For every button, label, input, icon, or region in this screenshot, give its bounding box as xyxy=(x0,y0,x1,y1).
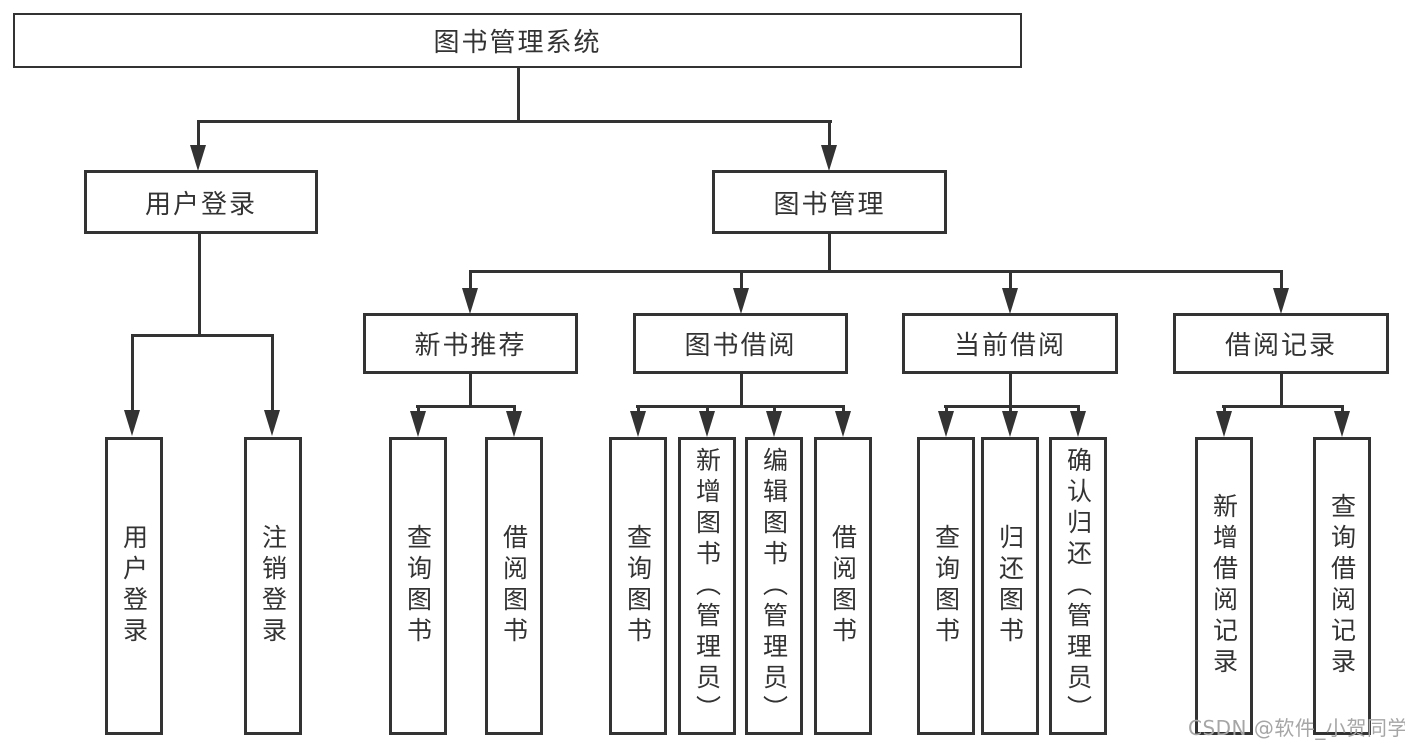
arrow-down-icon xyxy=(630,411,646,437)
connector-leaf-stem xyxy=(637,405,640,415)
leaf-edit-book-admin: 编辑图书（管理员） xyxy=(745,437,803,735)
leaf-borrow-books-recommend-label: 借阅图书 xyxy=(499,524,529,648)
arrow-down-icon xyxy=(1273,288,1289,314)
node-new-book-recommend-label: 新书推荐 xyxy=(414,331,527,361)
connector-book-mgmt-bar xyxy=(469,270,1282,273)
leaf-query-books-recommend: 查询图书 xyxy=(389,437,447,735)
leaf-borrow-books-recommend: 借阅图书 xyxy=(485,437,543,735)
connector-leaf-stem xyxy=(842,405,845,415)
leaf-query-books-borrow-label: 查询图书 xyxy=(623,524,653,648)
leaf-return-book: 归还图书 xyxy=(981,437,1039,735)
connector-group-stem xyxy=(740,270,743,292)
leaf-confirm-return-admin-label: 确认归还（管理员） xyxy=(1063,446,1093,726)
arrow-down-icon xyxy=(1070,411,1086,437)
leaf-logout: 注销登录 xyxy=(244,437,302,735)
connector-leaf-stem xyxy=(945,405,948,415)
node-new-book-recommend: 新书推荐 xyxy=(363,313,578,374)
arrow-down-icon xyxy=(766,411,782,437)
arrow-down-icon xyxy=(410,411,426,437)
leaf-query-books-current: 查询图书 xyxy=(917,437,975,735)
connector-root-stem xyxy=(517,67,520,123)
arrow-down-icon xyxy=(835,411,851,437)
leaf-user-login-label: 用户登录 xyxy=(119,524,149,648)
connector-user-login-stem xyxy=(197,120,200,150)
connector-group-stem xyxy=(1009,270,1012,292)
leaf-add-borrow-record: 新增借阅记录 xyxy=(1195,437,1253,735)
leaf-logout-label: 注销登录 xyxy=(258,524,288,648)
leaf-user-login: 用户登录 xyxy=(105,437,163,735)
node-book-management: 图书管理 xyxy=(712,170,947,234)
connector-recommend-bar xyxy=(416,405,516,408)
connector-current-bar xyxy=(944,405,1080,408)
leaf-query-books-borrow: 查询图书 xyxy=(609,437,667,735)
leaf-borrow-books: 借阅图书 xyxy=(814,437,872,735)
leaf-query-books-recommend-label: 查询图书 xyxy=(403,524,433,648)
connector-records-down xyxy=(1280,373,1283,408)
arrow-down-icon xyxy=(1002,288,1018,314)
connector-book-mgmt-stem xyxy=(828,120,831,150)
connector-recommend-down xyxy=(469,373,472,408)
node-user-login-label: 用户登录 xyxy=(144,189,257,220)
leaf-return-book-label: 归还图书 xyxy=(995,524,1025,648)
connector-leaf-stem xyxy=(271,334,274,412)
node-current-borrow: 当前借阅 xyxy=(902,313,1118,374)
leaf-add-book-admin: 新增图书（管理员） xyxy=(678,437,736,735)
arrow-down-icon xyxy=(190,145,206,171)
connector-user-login-bar xyxy=(131,334,274,337)
arrow-down-icon xyxy=(1216,411,1232,437)
node-borrow-records: 借阅记录 xyxy=(1173,313,1389,374)
leaf-edit-book-admin-label: 编辑图书（管理员） xyxy=(759,446,789,726)
node-root-system-label: 图书管理系统 xyxy=(433,28,602,58)
leaf-query-borrow-record-label: 查询借阅记录 xyxy=(1327,493,1357,679)
arrow-down-icon xyxy=(821,145,837,171)
connector-leaf-stem xyxy=(1341,405,1344,415)
connector-leaf-stem xyxy=(706,405,709,415)
connector-borrow-bar xyxy=(636,405,845,408)
leaf-query-borrow-record: 查询借阅记录 xyxy=(1313,437,1371,735)
connector-current-down xyxy=(1009,373,1012,408)
connector-leaf-stem xyxy=(131,334,134,412)
arrow-down-icon xyxy=(124,410,140,436)
connector-group-stem xyxy=(1280,270,1283,292)
connector-leaf-stem xyxy=(773,405,776,415)
arrow-down-icon xyxy=(264,410,280,436)
connector-records-bar xyxy=(1222,405,1344,408)
connector-leaf-stem xyxy=(1223,405,1226,415)
node-root-system: 图书管理系统 xyxy=(13,13,1022,68)
arrow-down-icon xyxy=(699,411,715,437)
arrow-down-icon xyxy=(1002,411,1018,437)
connector-leaf-stem xyxy=(417,405,420,415)
leaf-query-books-current-label: 查询图书 xyxy=(931,524,961,648)
leaf-confirm-return-admin: 确认归还（管理员） xyxy=(1049,437,1107,735)
arrow-down-icon xyxy=(1334,411,1350,437)
node-book-borrow-label: 图书借阅 xyxy=(684,331,797,361)
leaf-add-borrow-record-label: 新增借阅记录 xyxy=(1209,493,1239,679)
leaf-add-book-admin-label: 新增图书（管理员） xyxy=(692,446,722,726)
connector-leaf-stem xyxy=(1077,405,1080,415)
connector-leaf-stem xyxy=(513,405,516,415)
node-current-borrow-label: 当前借阅 xyxy=(953,331,1066,361)
arrow-down-icon xyxy=(506,411,522,437)
node-book-management-label: 图书管理 xyxy=(773,189,886,220)
connector-root-bar xyxy=(197,120,832,123)
arrow-down-icon xyxy=(938,411,954,437)
leaf-borrow-books-label: 借阅图书 xyxy=(828,524,858,648)
connector-leaf-stem xyxy=(1009,405,1012,415)
connector-user-login-down xyxy=(198,234,201,337)
arrow-down-icon xyxy=(733,288,749,314)
connector-group-stem xyxy=(469,270,472,292)
arrow-down-icon xyxy=(462,288,478,314)
node-user-login: 用户登录 xyxy=(84,170,318,234)
connector-borrow-down xyxy=(740,373,743,408)
node-book-borrow: 图书借阅 xyxy=(633,313,848,374)
csdn-watermark: CSDN @软件_小贺同学 xyxy=(1188,716,1405,740)
connector-book-mgmt-down xyxy=(828,234,831,273)
node-borrow-records-label: 借阅记录 xyxy=(1224,331,1337,361)
